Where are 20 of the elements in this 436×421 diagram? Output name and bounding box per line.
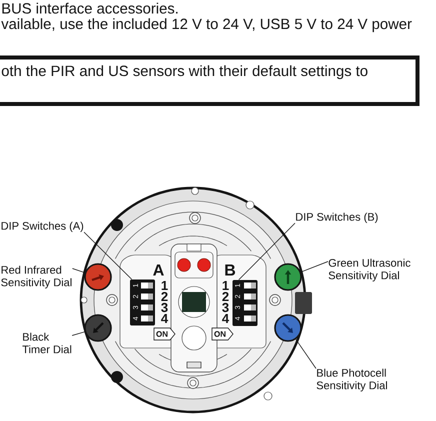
leader-line (72, 268, 86, 273)
callout-label: DIP Switches (A) (2, 222, 84, 232)
callout-label: Black Timer Dial (22, 332, 72, 354)
on-tag: ON (154, 328, 176, 340)
switch-number: 1 (162, 281, 168, 290)
instruction-text: vailable, use the included 12 V to 24 V, USB 5 V to 24 V power (1, 18, 412, 32)
instruction-text: BUS interface accessories. (2, 2, 178, 14)
callout-label: Green Ultrasonic Sensitivity Dial (328, 258, 410, 282)
callout-label: DIP Switches (B) (296, 212, 378, 223)
dial (84, 314, 112, 342)
bank-letter: A (153, 264, 164, 276)
callout-label: Red Infrared Sensitivity Dial (1, 266, 72, 288)
leader-line (72, 332, 86, 336)
switch-number: 3 (161, 302, 168, 312)
switch-number: 4 (161, 314, 168, 323)
dial (84, 263, 112, 291)
note-box: oth the PIR and US sensors with their default settings to (0, 56, 420, 106)
switch-number: 2 (161, 292, 168, 302)
callout-label: Blue Photocell Sensitivity Dial (316, 368, 387, 392)
leader-line (84, 232, 132, 280)
